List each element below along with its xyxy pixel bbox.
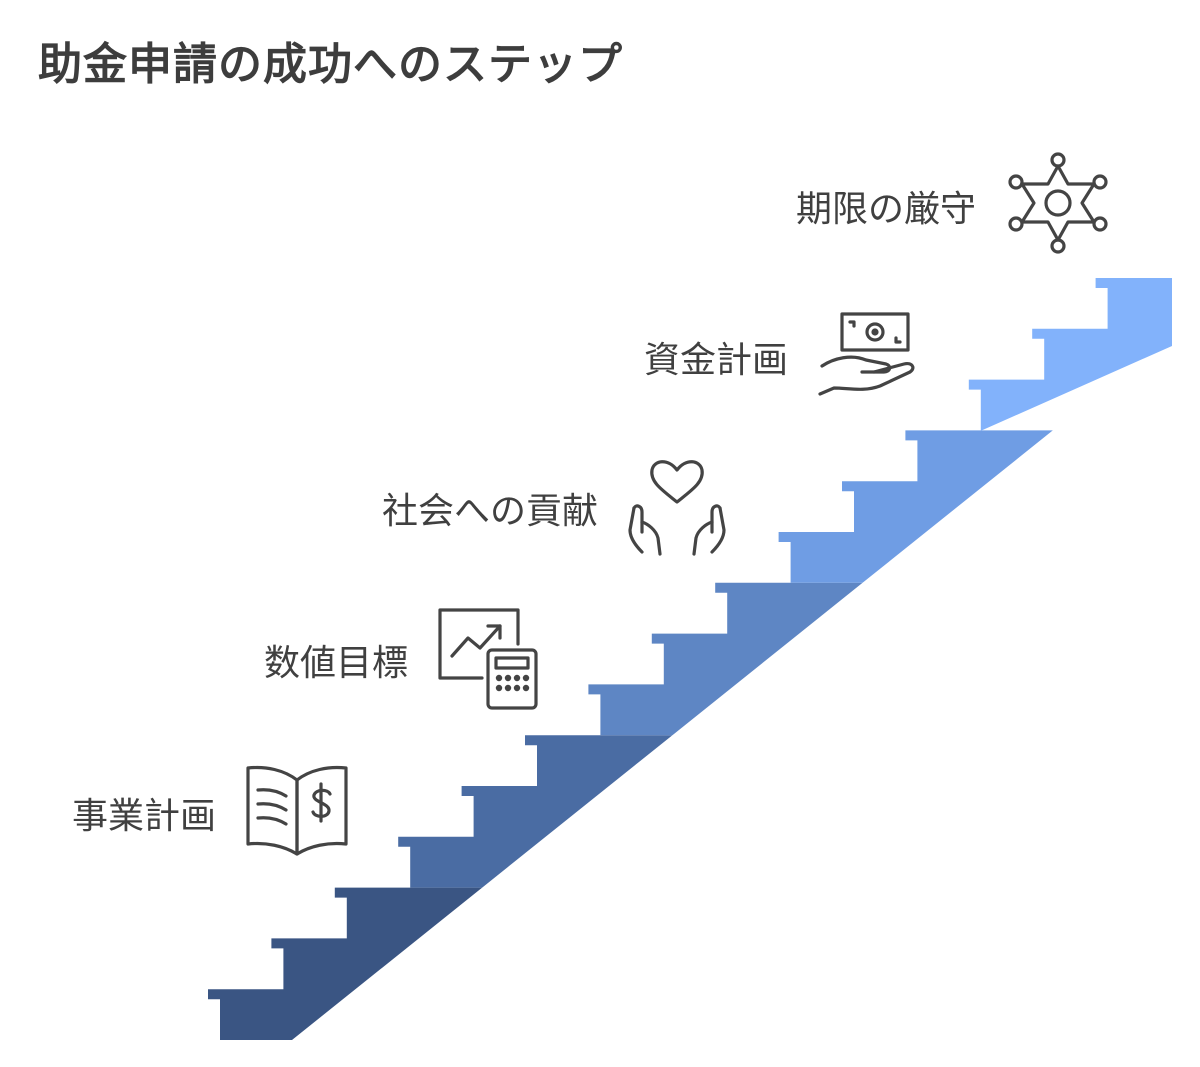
book-dollar-icon (246, 765, 348, 856)
step-label-numeric-targets: 数値目標 (263, 643, 408, 684)
stair-group-social-contribution (588, 582, 863, 736)
step-label-social-contribution: 社会への貢献 (381, 491, 598, 532)
stair-group-deadline-compliance (968, 278, 1172, 431)
sheriff-star-icon (1008, 152, 1108, 254)
heart-hands-icon (628, 460, 726, 556)
stair-group-funding-plan (778, 430, 1053, 583)
step-label-business-plan: 事業計画 (71, 796, 216, 837)
stair-group-business-plan (208, 887, 483, 1040)
stair-group-numeric-targets (398, 735, 673, 888)
chart-calculator-icon (438, 608, 538, 710)
step-label-deadline-compliance: 期限の厳守 (795, 189, 976, 230)
money-hand-icon (818, 312, 915, 396)
page-title: 助金申請の成功へのステップ (38, 39, 623, 90)
step-label-funding-plan: 資金計画 (643, 340, 788, 381)
